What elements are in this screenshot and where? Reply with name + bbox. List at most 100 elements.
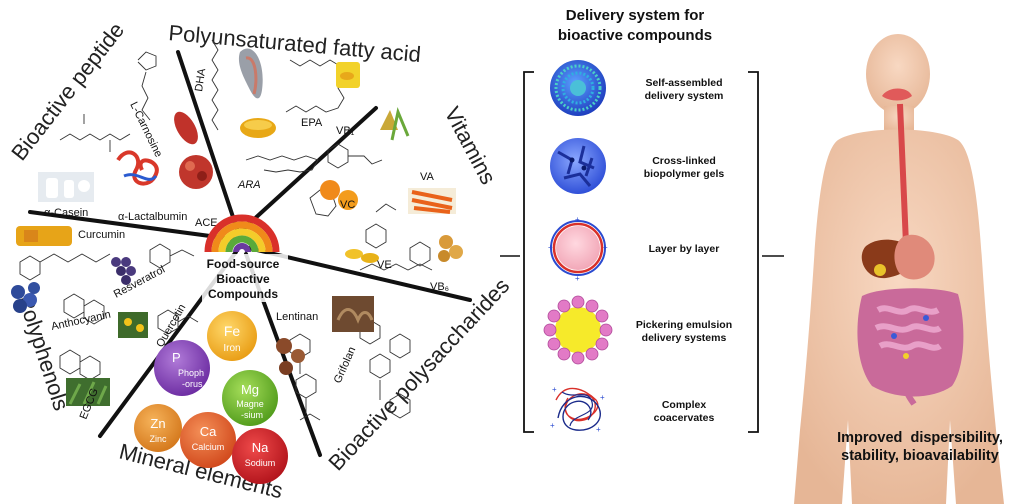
ve-label: VE [377, 259, 392, 271]
zn-name: Zinc [149, 434, 167, 444]
mineral-ball-zn: Zn Zinc [134, 404, 182, 452]
coacervate-label-line1: Complex [662, 399, 707, 411]
ara-structure [245, 155, 319, 173]
svg-text:+: + [600, 393, 605, 402]
self-assembled-particle [550, 60, 606, 116]
result-line1: Improved dispersibility, [837, 430, 1003, 446]
crosslinked-label-line2: biopolymer gels [644, 168, 725, 180]
vitamins-segment: VB₁ VA VC VE VB₆ [309, 106, 463, 293]
bioactive-wheel: Polyunsaturated fatty acid Bioactive pep… [6, 18, 514, 504]
vb6-label: VB₆ [430, 281, 449, 293]
salmon-image [238, 48, 263, 99]
vc-label: VC [340, 199, 355, 211]
pickering-emulsion-particle [543, 295, 613, 365]
segment-title-peptide: Bioactive peptide [6, 18, 129, 165]
vb1-structure [327, 143, 383, 169]
epa-label: EPA [301, 117, 323, 129]
grifolan-structure [359, 319, 411, 419]
lentinan-structure [289, 333, 321, 421]
nuts-image [438, 235, 463, 262]
curcumin-label: Curcumin [78, 229, 125, 241]
dha-structure [211, 39, 219, 131]
zn-symbol: Zn [150, 416, 165, 431]
segment-title-vitamins: Vitamins [440, 103, 501, 189]
grifolan-label: Grifolan [332, 345, 359, 385]
ca-symbol: Ca [200, 424, 217, 439]
pickering-label-line1: Pickering emulsion [636, 319, 732, 331]
polysaccharides-segment: Lentinan Grifolan [276, 296, 411, 421]
va-label: VA [420, 171, 435, 183]
gallbladder [874, 264, 886, 276]
stomach [894, 234, 935, 280]
rainbow-food-image [204, 214, 280, 253]
carrot-image [408, 188, 456, 214]
vb1-label: VB₁ [336, 125, 355, 137]
anthocyanin-label: Anthocyanin [50, 309, 112, 333]
grapes-image [111, 257, 136, 285]
orange-image [320, 180, 358, 210]
dha-label: DHA [193, 67, 208, 92]
quercetin-structure [157, 309, 199, 335]
delivery-title-line2: bioactive compounds [558, 27, 712, 44]
anthocyanin-structure [63, 293, 105, 325]
casein-label: α-Casein [44, 207, 88, 219]
crosslinked-gel-particle [550, 138, 606, 194]
p-symbol: P [172, 350, 181, 365]
wheat-image [380, 106, 410, 141]
mineral-ball-fe: Fe Iron [207, 311, 257, 361]
mouth-cavity [882, 88, 912, 101]
lentinan-label: Lentinan [276, 311, 318, 323]
lactalbumin-label: α-Lactalbumin [118, 211, 187, 223]
mg-name-line2: -sium [241, 410, 263, 420]
right-bracket [748, 71, 759, 433]
svg-text:+: + [575, 215, 580, 224]
delivery-title-line1: Delivery system for [566, 7, 705, 24]
mineral-ball-ca: Ca Calcium [180, 412, 236, 468]
minerals-segment: Fe Iron P Phoph -orus Mg Magne -sium Zn … [134, 311, 288, 484]
svg-text:+: + [550, 421, 555, 430]
vitamin-e-capsules-image [345, 249, 379, 263]
mineral-ball-na: Na Sodium [232, 428, 288, 484]
flowers-image [118, 312, 148, 338]
blueberries-image [11, 282, 40, 313]
layer-by-layer-label: Layer by layer [649, 243, 720, 255]
complex-coacervate-particle: + + + + [550, 384, 605, 436]
mushrooms-image [276, 338, 305, 375]
vb6-structure [359, 241, 433, 271]
mg-name-line1: Magne [236, 399, 264, 409]
resveratrol-structure [149, 243, 195, 269]
protein-ribbon-image [116, 150, 159, 186]
peptide-chain-structure [59, 114, 131, 152]
digestive-system [857, 88, 964, 406]
svg-text:+: + [603, 243, 608, 252]
ace-label: ACE [195, 217, 218, 229]
esophagus [897, 103, 909, 245]
human-body-illustration [794, 34, 1004, 504]
mg-symbol: Mg [241, 382, 259, 397]
large-intestine [857, 288, 964, 397]
tea-leaves-image [66, 378, 110, 406]
p-name-line1: Phoph [178, 368, 204, 378]
delivery-systems-panel: Delivery system for bioactive compounds … [523, 7, 759, 436]
pufa-segment: DHA EPA ARA [193, 39, 360, 191]
egcg-structure [59, 349, 101, 381]
milk-image [38, 172, 94, 202]
small-intestine [874, 305, 942, 351]
ara-label: ARA [237, 179, 261, 191]
turmeric-image [16, 226, 72, 246]
crosslinked-label-line1: Cross-linked [652, 155, 716, 167]
carnosine-label: L-Carnosine [127, 100, 164, 159]
epa-structure [285, 59, 345, 113]
svg-text:+: + [552, 385, 557, 394]
center-title-line1: Food-source [207, 257, 280, 271]
oil-capsules-image [336, 62, 360, 88]
mineral-ball-mg: Mg Magne -sium [222, 370, 278, 426]
mineral-ball-p: P Phoph -orus [154, 340, 210, 396]
segment-title-pufa: Polyunsaturated fatty acid [168, 20, 422, 67]
svg-text:+: + [596, 425, 601, 434]
curcumin-structure [19, 253, 111, 281]
fe-symbol: Fe [224, 323, 241, 339]
left-bracket [523, 71, 534, 433]
muscle-image [174, 111, 198, 145]
